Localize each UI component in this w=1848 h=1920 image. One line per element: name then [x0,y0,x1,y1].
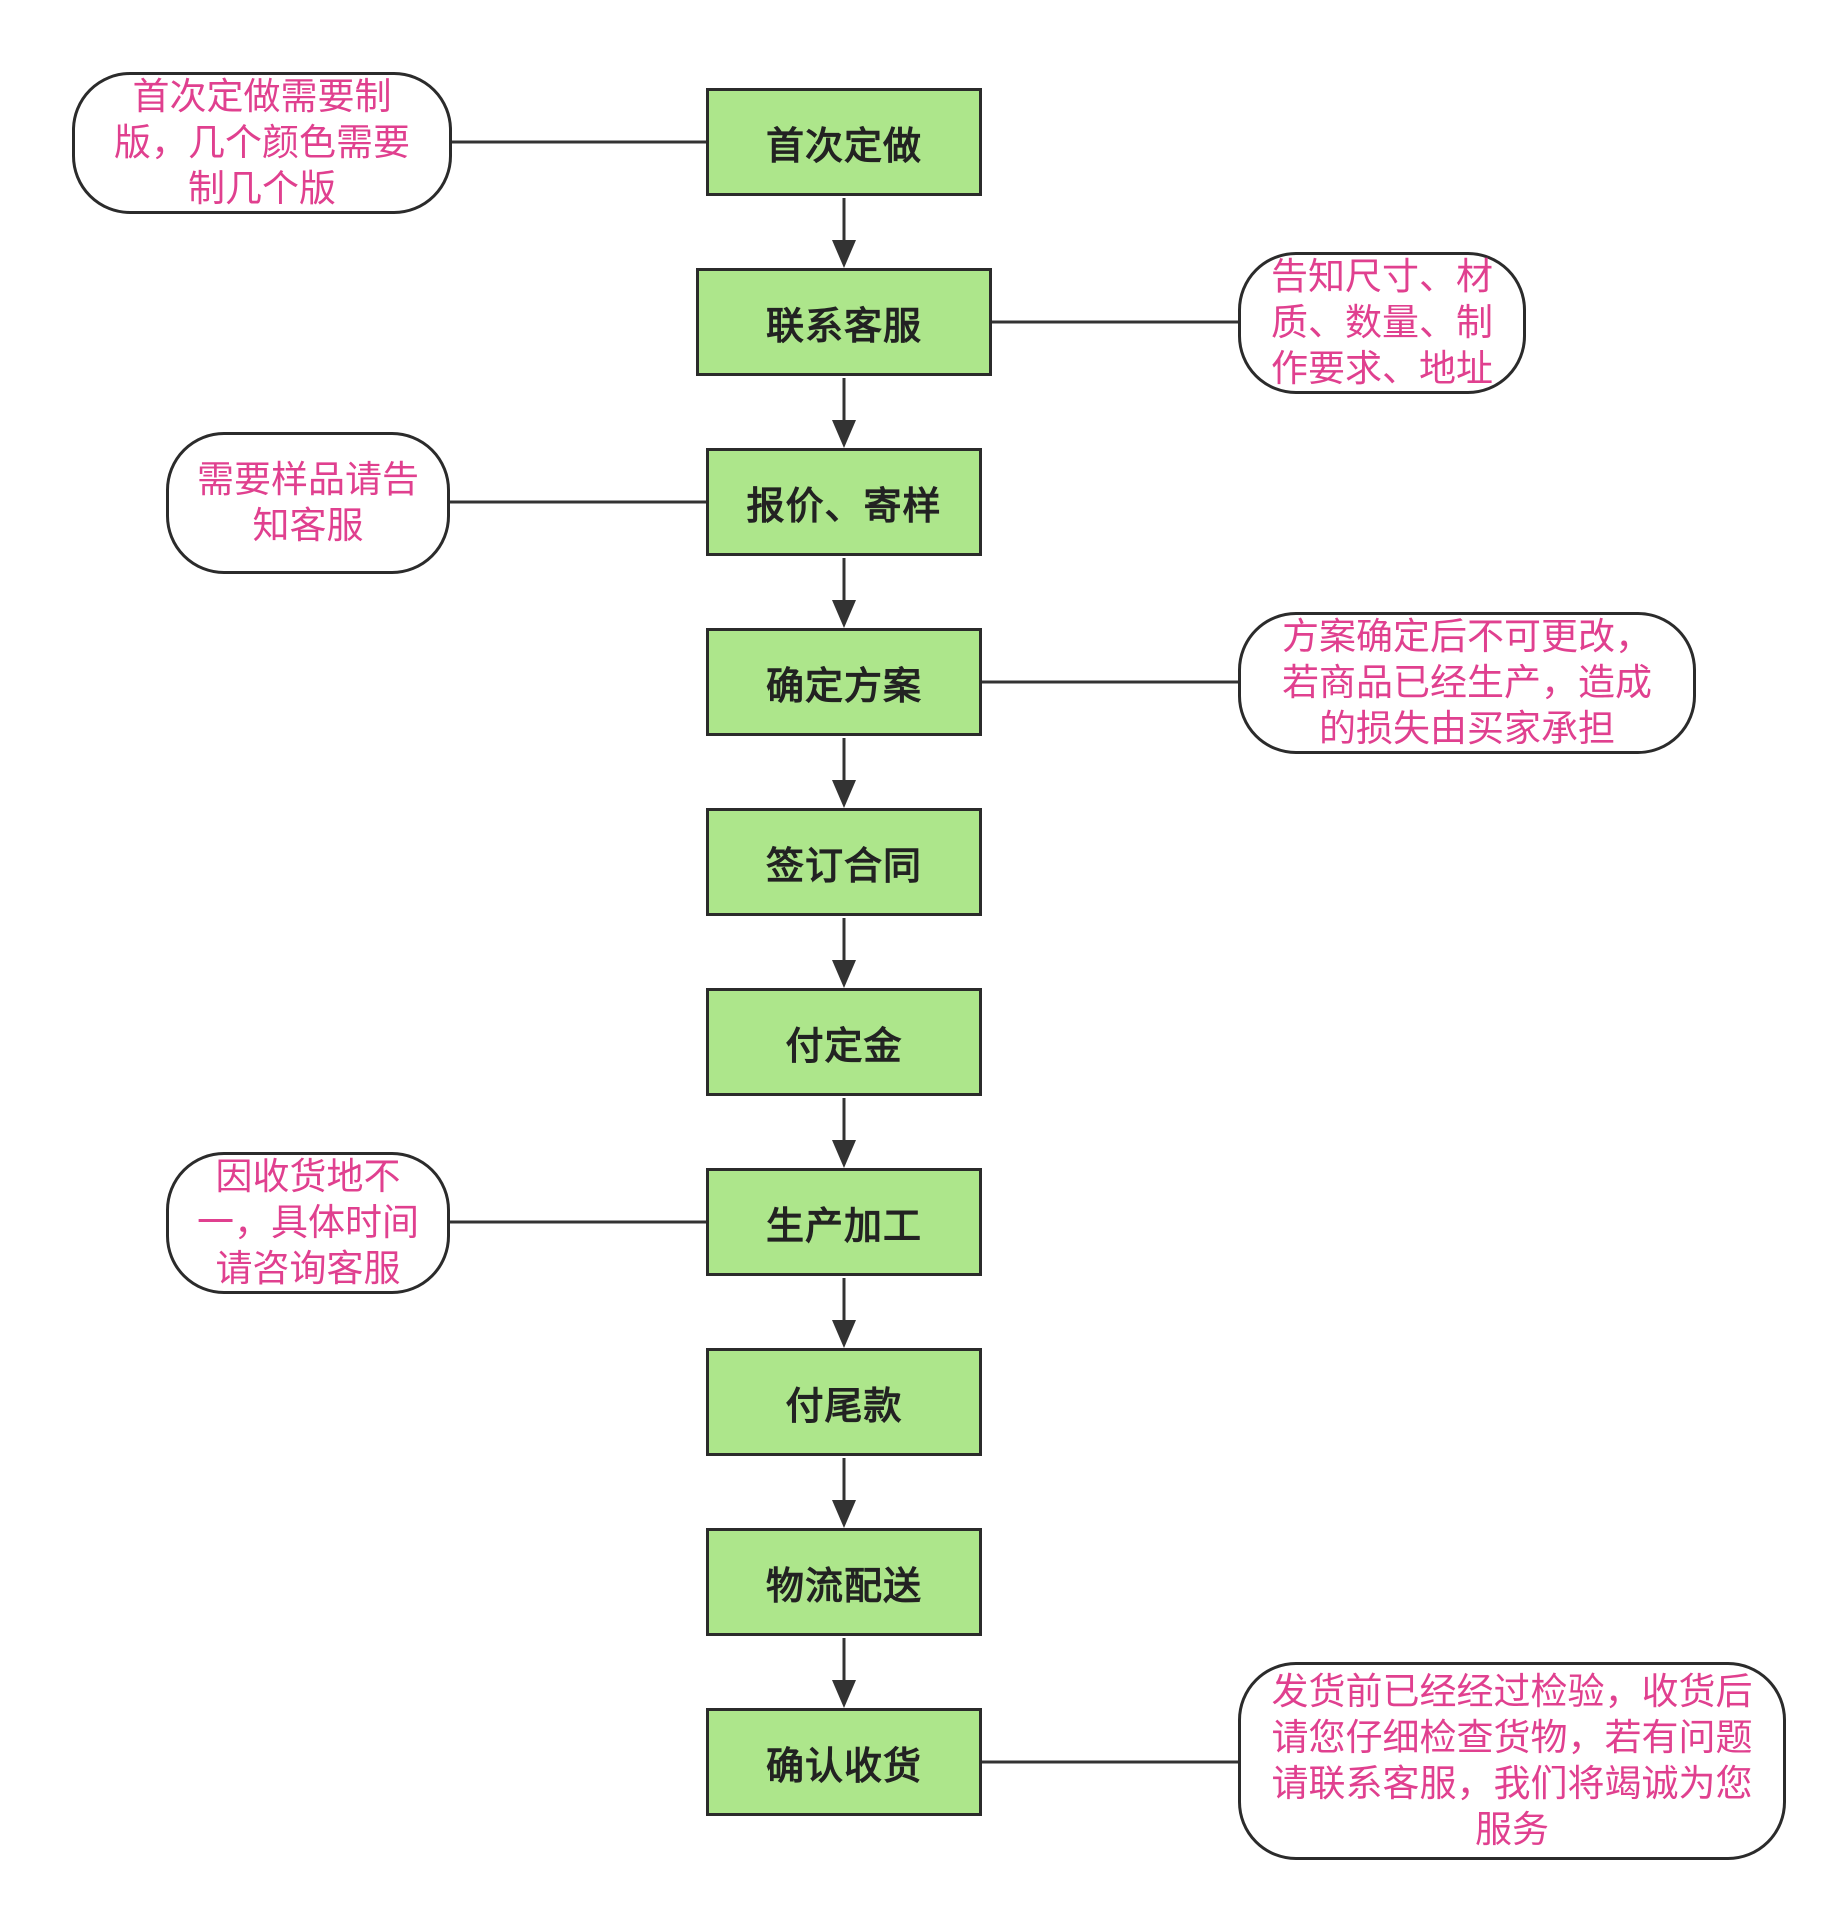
arrowhead-8-9 [832,1500,856,1528]
step-pay-deposit: 付定金 [706,988,982,1096]
note-production: 因收货地不 一，具体时间 请咨询客服 [166,1152,450,1294]
step-pay-balance: 付尾款 [706,1348,982,1456]
note-line: 服务 [1475,1808,1549,1851]
note-line: 发货前已经经过检验，收货后 [1271,1670,1753,1713]
note-line: 请联系客服，我们将竭诚为您 [1271,1762,1753,1805]
note-line: 的损失由买家承担 [1319,707,1615,750]
step-confirm-receipt: 确认收货 [706,1708,982,1816]
note-line: 质、数量、制 [1271,301,1493,344]
note-line: 方案确定后不可更改， [1282,615,1652,658]
note-confirm-receipt: 发货前已经经过检验，收货后 请您仔细检查货物，若有问题 请联系客服，我们将竭诚为… [1238,1662,1786,1860]
note-line: 版，几个颜色需要 [114,121,410,164]
note-line: 请咨询客服 [215,1247,401,1290]
note-first-order: 首次定做需要制 版，几个颜色需要 制几个版 [72,72,452,214]
note-line: 若商品已经生产，造成 [1282,661,1652,704]
note-line: 知客服 [252,504,364,547]
note-line: 一，具体时间 [197,1201,419,1244]
step-production: 生产加工 [706,1168,982,1276]
note-confirm-plan: 方案确定后不可更改， 若商品已经生产，造成 的损失由买家承担 [1238,612,1696,754]
note-contact-service: 告知尺寸、材 质、数量、制 作要求、地址 [1238,252,1526,394]
step-contact-service: 联系客服 [696,268,992,376]
step-sign-contract: 签订合同 [706,808,982,916]
arrowhead-1-2 [832,240,856,268]
note-line: 需要样品请告 [197,458,419,501]
note-line: 告知尺寸、材 [1271,255,1493,298]
arrowhead-4-5 [832,780,856,808]
arrowhead-7-8 [832,1320,856,1348]
note-line: 作要求、地址 [1271,347,1493,390]
arrowhead-5-6 [832,960,856,988]
arrowhead-2-3 [832,420,856,448]
arrowhead-3-4 [832,600,856,628]
step-first-order: 首次定做 [706,88,982,196]
note-line: 因收货地不 [215,1155,401,1198]
step-quote-sample: 报价、寄样 [706,448,982,556]
note-line: 制几个版 [188,167,336,210]
arrowhead-9-10 [832,1680,856,1708]
step-logistics: 物流配送 [706,1528,982,1636]
note-line: 首次定做需要制 [132,75,392,118]
step-confirm-plan: 确定方案 [706,628,982,736]
arrowhead-6-7 [832,1140,856,1168]
note-line: 请您仔细检查货物，若有问题 [1271,1716,1753,1759]
note-quote-sample: 需要样品请告 知客服 [166,432,450,574]
